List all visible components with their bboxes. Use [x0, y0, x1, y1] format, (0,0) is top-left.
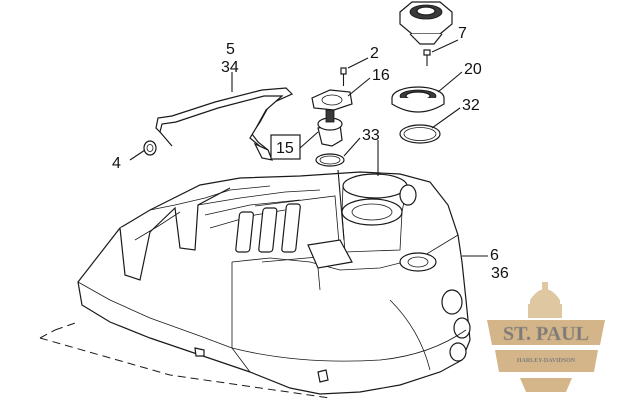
grommet: [143, 140, 157, 156]
filler-ring: [391, 86, 445, 113]
callout-36: 36: [491, 265, 509, 282]
vent-hose: [155, 87, 294, 161]
screw-7: [423, 49, 431, 66]
logo-brand-top: ST. PAUL: [503, 323, 589, 345]
callout-20: 20: [464, 61, 482, 78]
fuel-pump-assembly: [317, 109, 343, 147]
callout-5: 5: [226, 41, 235, 58]
callout-33: 33: [362, 127, 380, 144]
callout-34: 34: [221, 59, 239, 76]
callout-16: 16: [372, 67, 390, 84]
dealer-logo-watermark: ST. PAUL HARLEY-DAVIDSON: [487, 282, 605, 392]
gasket: [311, 89, 353, 111]
callout-2: 2: [370, 45, 379, 62]
callout-box-15: [270, 134, 301, 160]
fuel-tank: [77, 171, 471, 395]
callout-4: 4: [112, 155, 121, 172]
dashed-outline: [39, 321, 331, 399]
callout-6: 6: [490, 247, 499, 264]
callout-32: 32: [462, 97, 480, 114]
callout-7: 7: [458, 25, 467, 42]
o-ring-small: [315, 153, 345, 167]
gasket-ring: [399, 124, 441, 144]
screw: [340, 67, 347, 86]
callout-15: 15: [276, 140, 294, 157]
fuel-cap: [399, 1, 453, 45]
logo-brand-bottom: HARLEY-DAVIDSON: [517, 358, 576, 364]
